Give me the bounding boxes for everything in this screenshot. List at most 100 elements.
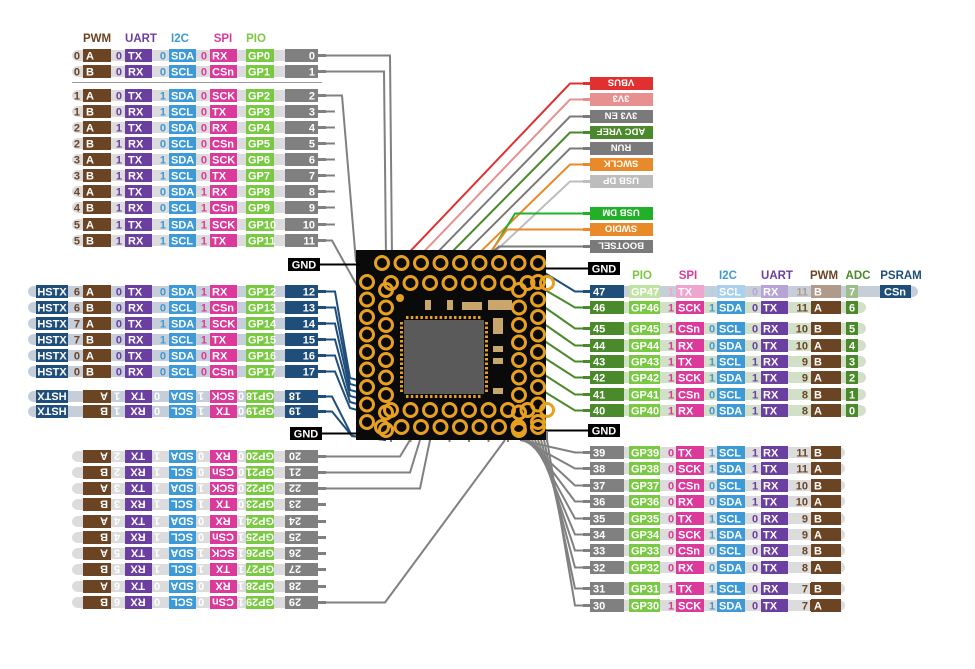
pwm-label: B bbox=[814, 287, 822, 299]
i2c-number: 1 bbox=[198, 498, 204, 510]
pin-number: 27 bbox=[289, 563, 301, 575]
uart-number: 0 bbox=[154, 405, 160, 417]
pin-stub bbox=[318, 94, 326, 97]
pin-stub bbox=[583, 393, 591, 396]
pio-box bbox=[246, 49, 274, 62]
pin-number-box bbox=[590, 285, 624, 298]
die-pin bbox=[473, 316, 476, 319]
spi-label: SCK bbox=[211, 390, 234, 402]
pwm-number: 4 bbox=[113, 531, 120, 543]
pad bbox=[378, 299, 394, 316]
gnd-label: GND bbox=[294, 429, 319, 441]
i2c-number: 0 bbox=[160, 287, 166, 299]
pin-number-box bbox=[285, 531, 318, 544]
gpio-label: GP17 bbox=[248, 367, 276, 379]
spi-label: SCK bbox=[211, 547, 234, 559]
gnd-bottom-right: GND bbox=[545, 424, 620, 438]
spi-label: TX bbox=[212, 335, 227, 347]
i2c-label: SCL bbox=[719, 584, 741, 596]
spi-box bbox=[676, 462, 704, 475]
i2c-box bbox=[169, 333, 196, 346]
pad bbox=[471, 419, 488, 435]
uart-box bbox=[125, 365, 152, 378]
i2c-number: 1 bbox=[198, 563, 204, 575]
i2c-number: 1 bbox=[160, 335, 166, 347]
spi-label: TX bbox=[678, 287, 693, 299]
i2c-box bbox=[717, 495, 745, 508]
pin-stub bbox=[583, 533, 591, 536]
gnd-box bbox=[288, 258, 320, 271]
spi-number: 1 bbox=[668, 601, 674, 613]
i2c-box bbox=[169, 466, 196, 479]
spi-label: RX bbox=[215, 515, 231, 527]
wire-right-gpio bbox=[519, 439, 583, 454]
pwm-number: 1 bbox=[74, 107, 80, 119]
pwm-box bbox=[83, 317, 111, 330]
gpio-label: GP14 bbox=[248, 319, 277, 331]
pwm-box bbox=[83, 515, 111, 528]
pad bbox=[402, 275, 419, 291]
i2c-number: 1 bbox=[709, 514, 715, 526]
i2c-label: SCL bbox=[719, 546, 741, 558]
spi-label: TX bbox=[212, 236, 227, 248]
hstx-box bbox=[36, 333, 68, 346]
uart-box bbox=[761, 479, 788, 492]
pio-box bbox=[629, 388, 660, 401]
spi-box bbox=[210, 137, 237, 150]
pin-number-box bbox=[590, 301, 624, 314]
i2c-box bbox=[169, 153, 196, 166]
uart-number: 0 bbox=[116, 287, 122, 299]
uart-number: 0 bbox=[116, 335, 122, 347]
spi-box bbox=[210, 121, 237, 134]
pwm-label: A bbox=[86, 187, 94, 199]
pin-stub bbox=[318, 410, 326, 413]
label-box bbox=[590, 223, 653, 236]
die-pin bbox=[400, 353, 403, 356]
pwm-number: 0 bbox=[74, 51, 80, 63]
header-psram-right: PSRAM bbox=[880, 270, 922, 282]
spi-label: SCK bbox=[678, 303, 701, 315]
pio-box bbox=[246, 405, 274, 418]
pin-number-box bbox=[590, 599, 624, 612]
spi-box bbox=[676, 339, 704, 352]
gnd-top-left: GND bbox=[288, 258, 360, 272]
uart-label: RX bbox=[130, 531, 146, 543]
pin-stub bbox=[318, 370, 326, 373]
spi-number: 0 bbox=[238, 466, 244, 478]
spi-box bbox=[210, 531, 237, 544]
spi-label: TX bbox=[678, 357, 693, 369]
pio-box bbox=[246, 580, 274, 593]
pin-number-box bbox=[590, 339, 624, 352]
pad bbox=[480, 402, 497, 418]
power-label-swdio: SWDIO bbox=[583, 223, 653, 236]
spi-box bbox=[210, 201, 237, 214]
spi-number: 0 bbox=[238, 390, 244, 402]
i2c-label: SCL bbox=[171, 405, 193, 417]
i2c-number: 1 bbox=[709, 373, 715, 385]
pio-box bbox=[246, 547, 274, 560]
uart-box bbox=[761, 404, 788, 417]
pin-number: 44 bbox=[593, 341, 606, 353]
pad bbox=[530, 414, 546, 430]
uart-label: RX bbox=[763, 514, 779, 526]
uart-label: TX bbox=[763, 464, 778, 476]
i2c-box bbox=[717, 301, 745, 314]
pio-box bbox=[246, 201, 274, 214]
spi-box bbox=[676, 371, 704, 384]
i2c-label: SDA bbox=[719, 497, 742, 509]
pin-number-box bbox=[285, 105, 318, 118]
uart-number: 1 bbox=[752, 497, 758, 509]
gpio-label: GP35 bbox=[631, 514, 659, 526]
uart-number: 1 bbox=[116, 171, 122, 183]
pin-number: 42 bbox=[593, 373, 605, 385]
pin-stub bbox=[583, 290, 591, 293]
gpio-label: GP28 bbox=[246, 580, 274, 592]
spi-box bbox=[676, 512, 704, 525]
uart-box bbox=[761, 446, 788, 459]
pio-box bbox=[629, 355, 660, 368]
gpio-label: GP39 bbox=[631, 448, 659, 460]
